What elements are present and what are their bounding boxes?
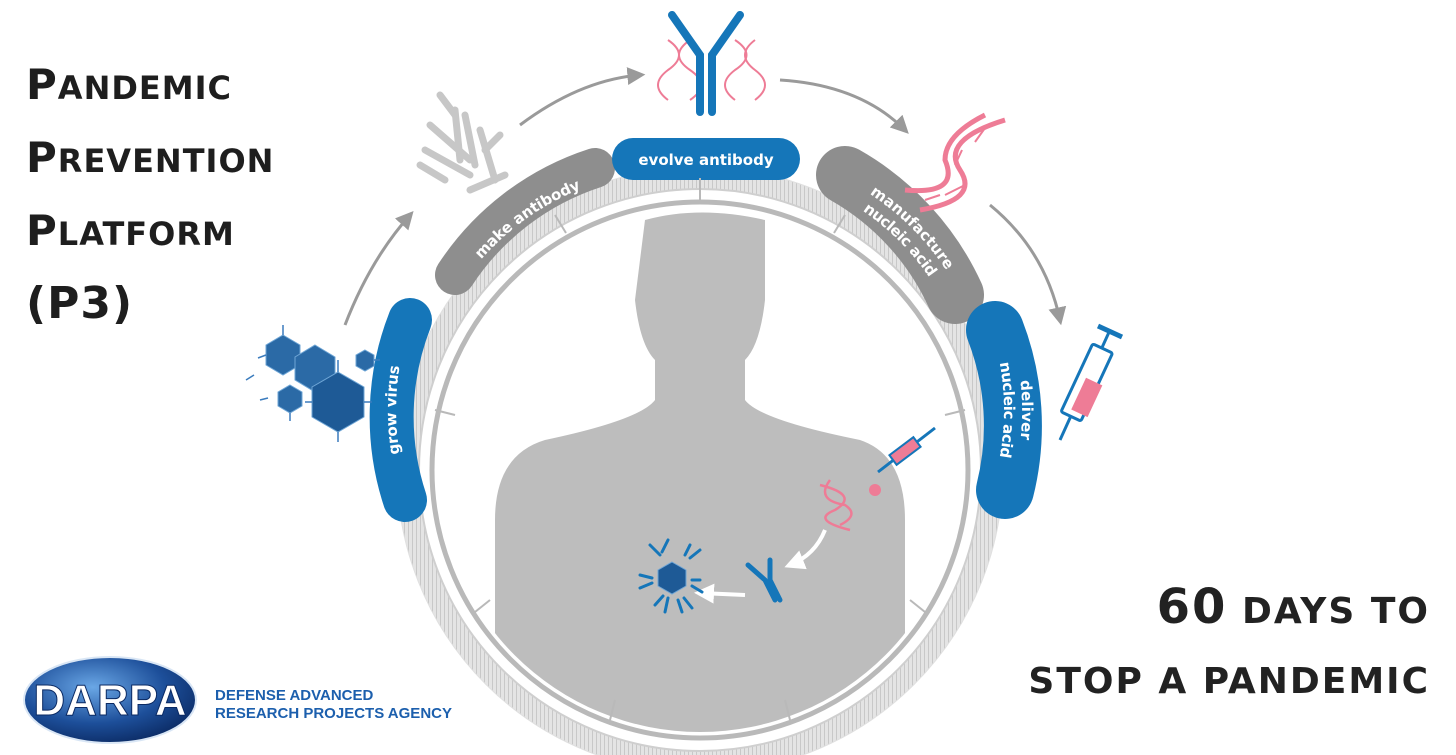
agency-name: DEFENSE ADVANCED RESEARCH PROJECTS AGENC… xyxy=(215,687,452,723)
agency-line-2: RESEARCH PROJECTS AGENCY xyxy=(215,705,452,722)
step-deliver-nucleic-acid: deliver nucleic acid xyxy=(966,301,1042,519)
arrow-manufacture-to-deliver xyxy=(989,203,1067,326)
tagline: 60 DAYS TO STOP A PANDEMIC xyxy=(1028,572,1430,717)
step-label-deliver-line2: nucleic acid xyxy=(996,360,1018,459)
dna-helix-icon xyxy=(904,112,1006,213)
inner-ring xyxy=(429,199,971,741)
step-grow-virus: grow virus xyxy=(369,298,432,522)
antibody-pile-icon xyxy=(416,91,509,194)
virus-cluster-icon xyxy=(245,325,380,442)
svg-text:grow virus: grow virus xyxy=(382,364,404,456)
arrow-evolve-to-manufacture xyxy=(779,78,909,134)
neutralized-virus-icon xyxy=(638,538,704,614)
major-ticks xyxy=(434,178,966,721)
darpa-logo: DARPA xyxy=(23,656,197,744)
step-manufacture-nucleic-acid: manufacture nucleic acid xyxy=(816,146,984,324)
small-dna-icon xyxy=(819,479,853,532)
syringe-icon xyxy=(1058,323,1124,441)
small-syringe-icon xyxy=(869,426,936,496)
title-line-4: (P3) xyxy=(26,278,134,329)
step-label-deliver-line1: deliver xyxy=(1016,379,1036,441)
human-silhouette xyxy=(495,212,905,732)
arrow-antibody-to-virus xyxy=(694,583,746,604)
title-line-1: PANDEMIC xyxy=(26,60,232,109)
title-line-3: PLATFORM xyxy=(26,206,235,255)
agency-line-1: DEFENSE ADVANCED xyxy=(215,687,374,704)
arrow-make-to-evolve xyxy=(519,67,646,127)
platform-title: PANDEMIC PREVENTION PLATFORM (P3) xyxy=(26,50,274,339)
step-evolve-antibody: evolve antibody xyxy=(612,138,800,180)
title-line-2: PREVENTION xyxy=(26,133,275,182)
tagline-line-1: 60 DAYS TO xyxy=(1156,579,1430,635)
step-label-grow-virus: grow virus xyxy=(382,364,404,456)
svg-text:nucleic acid: nucleic acid xyxy=(996,360,1018,459)
tagline-line-2: STOP A PANDEMIC xyxy=(1028,661,1430,702)
step-label-evolve-antibody: evolve antibody xyxy=(638,151,773,169)
small-antibody-icon xyxy=(745,557,783,603)
svg-text:deliver: deliver xyxy=(1016,379,1036,441)
arrow-dna-to-antibody xyxy=(784,529,827,570)
arrow-virus-to-make xyxy=(343,210,414,326)
antibody-dna-icon xyxy=(657,11,766,116)
darpa-wordmark: DARPA xyxy=(33,676,186,725)
